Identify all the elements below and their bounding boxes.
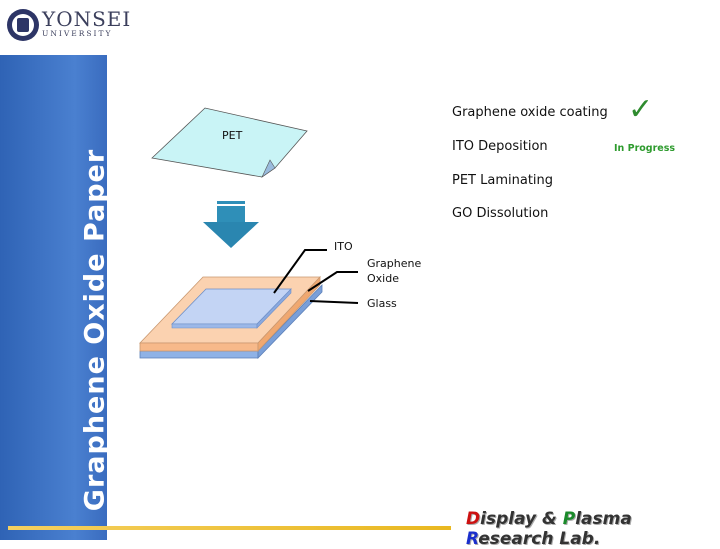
sidebar bbox=[0, 55, 107, 540]
glass-label: Glass bbox=[367, 297, 397, 310]
graphene-oxide-label: Graphene Oxide bbox=[367, 256, 421, 286]
ito-layer bbox=[171, 288, 292, 329]
go-label-line1: Graphene bbox=[367, 257, 422, 270]
step-graphene-oxide-coating: Graphene oxide coating bbox=[452, 105, 608, 120]
step-pet-laminating: PET Laminating bbox=[452, 173, 554, 188]
logo-name: YONSEI bbox=[42, 7, 132, 31]
pet-label: PET bbox=[222, 129, 243, 142]
step-ito-deposition: ITO Deposition bbox=[452, 139, 548, 154]
yonsei-seal-icon bbox=[7, 9, 39, 41]
go-leader-line bbox=[307, 271, 358, 292]
checkmark-icon: ✓ bbox=[628, 92, 654, 127]
lab-r: R bbox=[466, 529, 479, 549]
lab-p: P bbox=[562, 509, 576, 529]
go-label-line2: Oxide bbox=[367, 272, 399, 285]
lab-lasma: lasma bbox=[575, 509, 632, 529]
yonsei-logo bbox=[6, 8, 40, 46]
in-progress-badge: In Progress bbox=[614, 143, 676, 154]
lab-logo: Display & Plasma Research Lab. bbox=[466, 509, 720, 549]
down-arrow-icon bbox=[203, 201, 259, 248]
footer-divider bbox=[8, 526, 451, 530]
logo-text: YONSEI UNIVERSITY bbox=[42, 9, 131, 38]
step-go-dissolution: GO Dissolution bbox=[452, 206, 549, 221]
lab-isplay: isplay & bbox=[480, 509, 563, 529]
logo-sub: UNIVERSITY bbox=[42, 29, 113, 38]
lab-d: D bbox=[466, 509, 481, 529]
glass-leader-line bbox=[309, 300, 359, 304]
pet-sheet bbox=[151, 107, 308, 178]
ito-leader-line bbox=[273, 249, 327, 294]
ito-label: ITO bbox=[334, 240, 353, 253]
lab-esearch: esearch Lab. bbox=[478, 529, 601, 549]
